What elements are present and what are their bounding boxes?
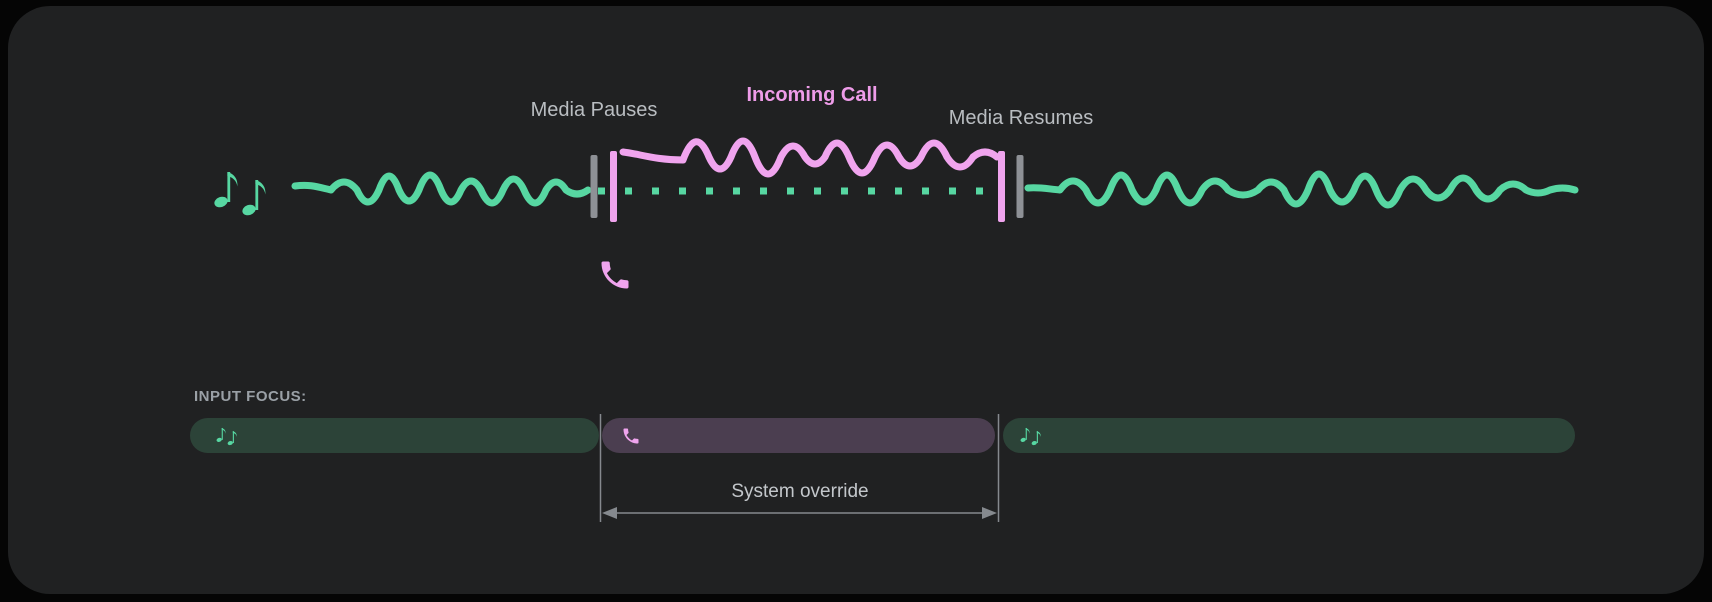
audio-focus-diagram-card — [8, 6, 1704, 594]
resume-marker-gray-bar — [1016, 155, 1024, 218]
music-notes-icon — [216, 427, 237, 446]
music-notes-icon — [214, 172, 266, 216]
media-pauses-label: Media Pauses — [530, 99, 658, 121]
call-waveform — [619, 137, 1001, 178]
phone-icon — [601, 261, 629, 289]
media-waveform-left — [291, 171, 592, 207]
resume-marker-pink-bar — [998, 151, 1005, 222]
music-notes-icon — [1020, 427, 1041, 446]
incoming-call-label: Incoming Call — [746, 84, 878, 106]
focus-bar-media-after — [1003, 418, 1575, 453]
focus-bar-media-before — [190, 418, 599, 453]
phone-icon — [623, 428, 639, 443]
pause-marker-pink-bar — [610, 151, 617, 222]
media-resumes-label: Media Resumes — [948, 107, 1094, 129]
media-waveform-right — [1024, 170, 1579, 209]
system-override-label: System override — [731, 481, 869, 502]
focus-bar-call — [602, 418, 995, 453]
input-focus-heading: INPUT FOCUS: — [194, 388, 307, 405]
override-span-arrow — [602, 507, 997, 519]
pause-marker-gray-bar — [590, 155, 598, 218]
